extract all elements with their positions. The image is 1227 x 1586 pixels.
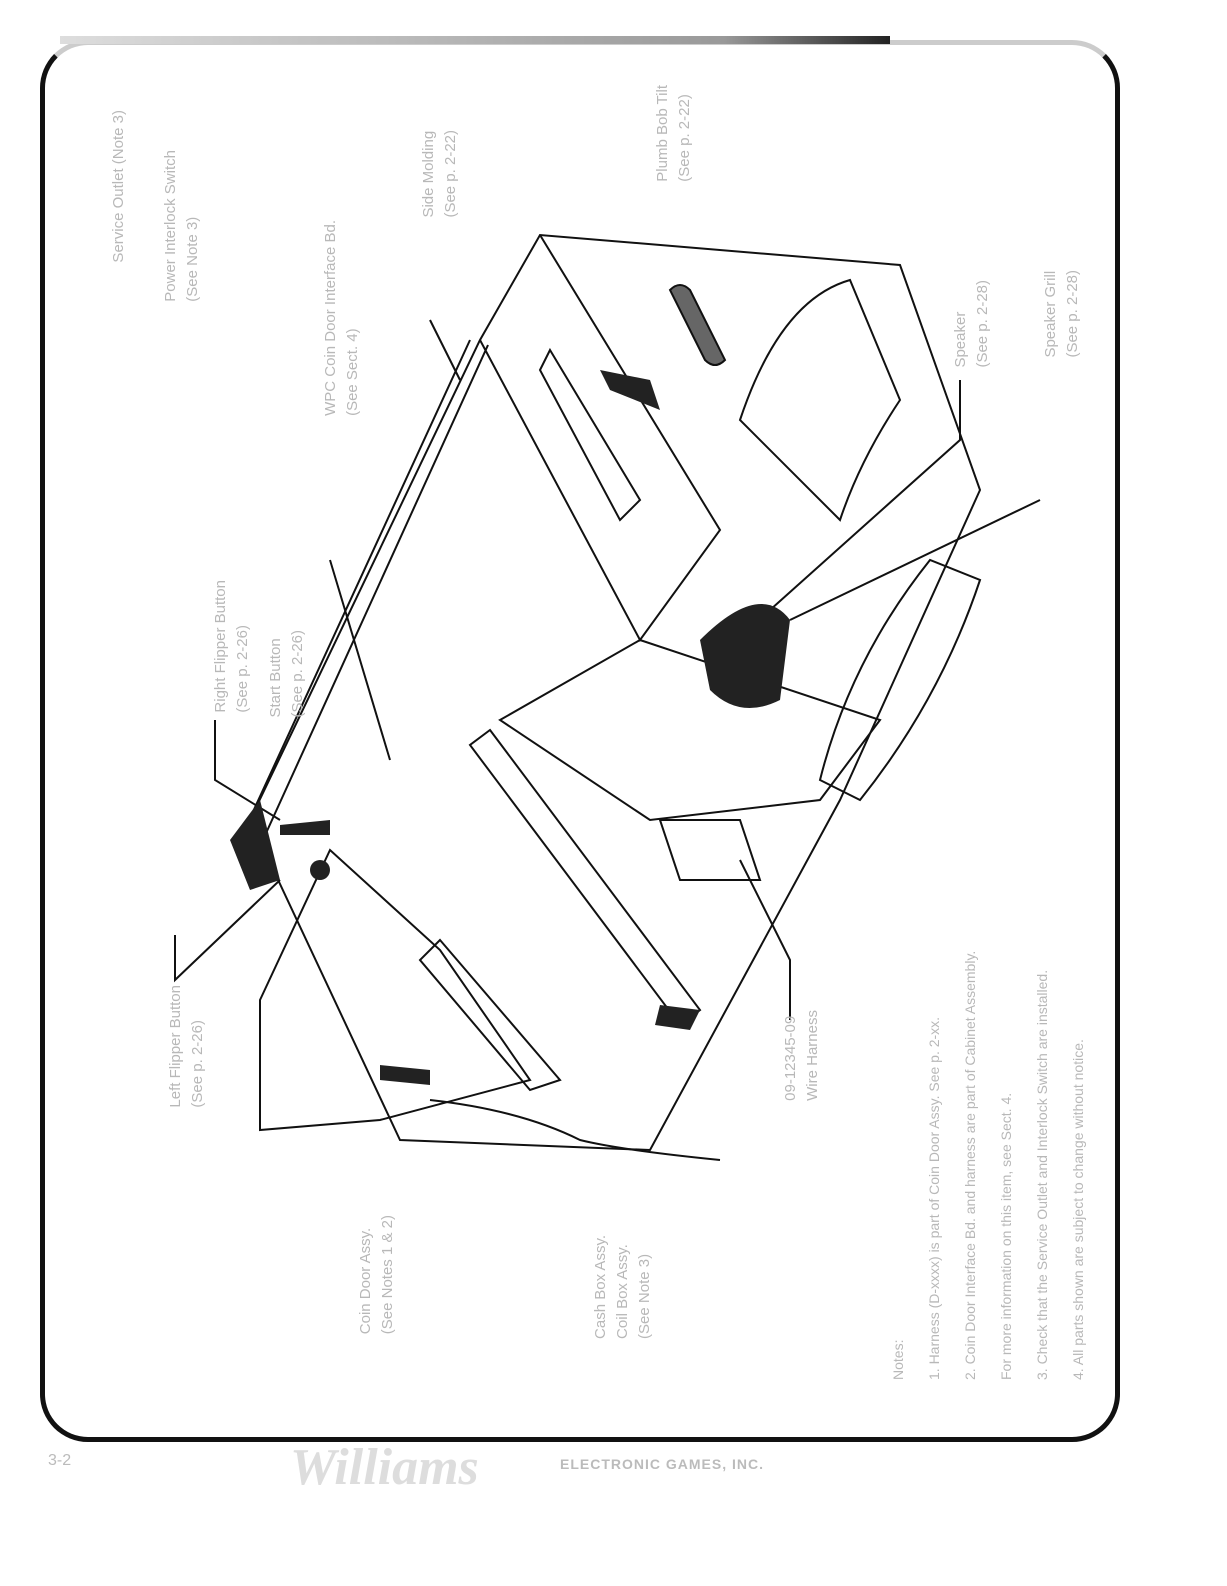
label-ref: (See Note 3) bbox=[184, 216, 201, 302]
label-coin-door-assy: Coin Door Assy. (See Notes 1 & 2) bbox=[355, 1215, 399, 1334]
note-item: 3. Check that the Service Outlet and Int… bbox=[1034, 969, 1050, 1380]
cabinet-floor bbox=[498, 638, 882, 822]
coin-mech bbox=[380, 1065, 430, 1085]
label-text: Cash Box Assy. bbox=[592, 1235, 609, 1339]
label-speaker-grill: Speaker Grill (See p. 2-28) bbox=[1040, 270, 1084, 358]
label-text-2: Wire Harness bbox=[804, 1010, 821, 1101]
leader-line bbox=[769, 380, 961, 611]
leader-line bbox=[429, 319, 461, 381]
label-start-button: Start Button (See p. 2-26) bbox=[265, 630, 309, 718]
wire-harness bbox=[429, 1099, 721, 1161]
label-power-switch: Power Interlock Switch (See Note 3) bbox=[160, 150, 204, 302]
leader-line bbox=[739, 859, 791, 1020]
label-ref: (See Note 3) bbox=[636, 1253, 653, 1339]
cut-bottom bbox=[818, 558, 982, 802]
label-text: Start Button bbox=[267, 638, 284, 718]
label-text: Coin Door Assy. bbox=[357, 1227, 374, 1335]
speaker-slot bbox=[668, 284, 727, 366]
page-border-top bbox=[60, 36, 890, 44]
label-text: 09-12345-09 bbox=[782, 1015, 799, 1101]
leader-line bbox=[329, 559, 391, 761]
company-name: ELECTRONIC GAMES, INC. bbox=[560, 1456, 765, 1472]
label-ref: (See p. 2-26) bbox=[289, 630, 306, 718]
label-speaker: Speaker (See p. 2-28) bbox=[950, 280, 994, 368]
label-left-flipper: Left Flipper Button (See p. 2-26) bbox=[165, 985, 209, 1108]
notes-title: Notes: bbox=[890, 1339, 906, 1380]
label-text: Left Flipper Button bbox=[167, 985, 184, 1108]
lockdown-bar bbox=[468, 728, 702, 1027]
label-ref: (See Notes 1 & 2) bbox=[379, 1215, 396, 1335]
note-item: For more information on this item, see S… bbox=[998, 1092, 1014, 1380]
leader-line bbox=[214, 720, 281, 821]
label-cash-box: Cash Box Assy. Coil Box Assy. (See Note 3) bbox=[590, 1235, 656, 1339]
label-service-outlet: Service Outlet (Note 3) bbox=[108, 110, 130, 263]
trim-panel bbox=[658, 819, 762, 881]
label-ref: (See p. 2-28) bbox=[1064, 270, 1081, 358]
backbox-bracket bbox=[600, 370, 660, 410]
corner-shadow bbox=[230, 800, 280, 890]
label-wire-harness: 09-12345-09 Wire Harness bbox=[780, 1010, 824, 1101]
lockdown-end bbox=[655, 1005, 700, 1030]
speaker-opening bbox=[738, 278, 902, 522]
page-number: 3-2 bbox=[48, 1452, 72, 1469]
label-text-2: Coil Box Assy. bbox=[614, 1244, 631, 1339]
label-text: Power Interlock Switch bbox=[162, 150, 179, 302]
label-text: WPC Coin Door Interface Bd. bbox=[322, 220, 339, 416]
notes-block: Notes: 1. Harness (D-xxxx) is part of Co… bbox=[880, 840, 1096, 1380]
label-ref: (See p. 2-22) bbox=[676, 94, 693, 182]
cabinet-side-rail bbox=[239, 339, 489, 843]
label-text: Speaker Grill bbox=[1042, 270, 1059, 358]
start-button bbox=[310, 860, 330, 880]
label-ref: (See p. 2-22) bbox=[442, 130, 459, 218]
williams-logo: Williams bbox=[290, 1439, 479, 1496]
label-side-molding: Side Molding (See p. 2-22) bbox=[418, 130, 462, 218]
label-text: Right Flipper Button bbox=[212, 580, 229, 713]
label-text: Plumb Bob Tilt bbox=[654, 85, 671, 182]
coin-door bbox=[259, 848, 532, 1132]
note-item: 2. Coin Door Interface Bd. and harness a… bbox=[962, 950, 978, 1380]
flipper-button-right bbox=[280, 820, 330, 835]
label-coin-door-interface: WPC Coin Door Interface Bd. (See Sect. 4) bbox=[320, 220, 364, 416]
leader-line bbox=[789, 499, 1041, 621]
label-text: Side Molding bbox=[420, 130, 437, 218]
label-right-flipper: Right Flipper Button (See p. 2-26) bbox=[210, 580, 254, 713]
label-ref: (See p. 2-28) bbox=[974, 280, 991, 368]
cabinet-outline bbox=[248, 233, 982, 1152]
label-plumb-bob: Plumb Bob Tilt (See p. 2-22) bbox=[652, 85, 696, 182]
leader-line bbox=[174, 879, 281, 983]
label-text: Service Outlet (Note 3) bbox=[110, 110, 127, 263]
coin-door-inner bbox=[418, 938, 562, 1092]
label-ref: (See p. 2-26) bbox=[189, 1020, 206, 1108]
label-ref: (See p. 2-26) bbox=[234, 625, 251, 713]
note-item: 1. Harness (D-xxxx) is part of Coin Door… bbox=[926, 1016, 942, 1380]
label-text: Speaker bbox=[952, 311, 969, 368]
speaker-magnet bbox=[700, 604, 790, 708]
label-ref: (See Sect. 4) bbox=[344, 328, 361, 416]
backbox-window bbox=[538, 347, 642, 522]
note-item: 4. All parts shown are subject to change… bbox=[1070, 1039, 1086, 1380]
